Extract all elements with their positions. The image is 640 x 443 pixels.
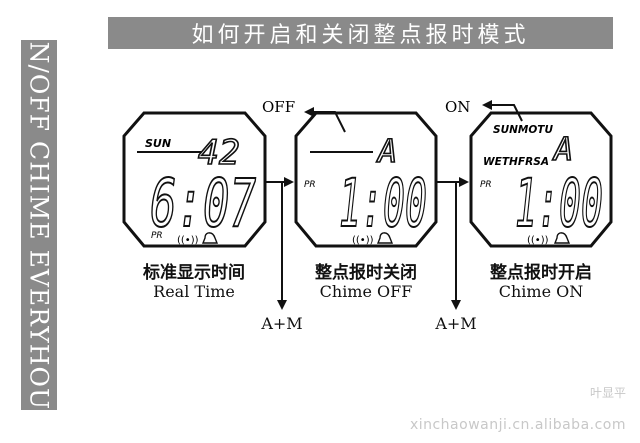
watermark-url: xinchaowanji.cn.alibaba.com xyxy=(409,417,626,433)
watermark: 叶显平 xinchaowanji.cn.alibaba.com xyxy=(410,384,626,433)
lcd-frame xyxy=(122,111,267,248)
off-label: OFF xyxy=(262,98,295,116)
chime-wave-icon: ((•)) xyxy=(527,235,549,246)
side-banner: ON/OFF CHIME EVERYHOUR xyxy=(21,20,57,430)
caption-chime-off-en: Chime OFF xyxy=(319,282,413,301)
title-banner: 如何开启和关闭整点报时模式 xyxy=(108,17,613,49)
caption-real-time-en: Real Time xyxy=(153,282,235,301)
time-digits: 6:07 xyxy=(150,165,256,242)
pr-label: PR xyxy=(304,180,316,190)
mode-letter: A xyxy=(552,130,573,168)
seconds-digits: 42 xyxy=(198,133,240,173)
chime-wave-icon: ((•)) xyxy=(177,235,199,246)
button-label-a-m-2: A+M xyxy=(435,314,477,333)
alarm-bell-icon xyxy=(201,232,219,244)
screen-real-time: SUN 42 6:07 PR ((•)) xyxy=(122,111,267,248)
caption-chime-on-en: Chime ON xyxy=(498,282,584,301)
screen-chime-on: SUNMOTU WETHFRSA A 1:00 PR ((•)) xyxy=(469,111,613,248)
days-row-1: SUNMOTU xyxy=(493,123,553,136)
time-digits: 1:00 xyxy=(339,165,427,242)
caption-chime-off-cn: 整点报时关闭 xyxy=(315,263,417,283)
watermark-shop: 叶显平 xyxy=(589,386,626,400)
pr-label: PR xyxy=(151,231,163,241)
alarm-bell-icon xyxy=(553,232,571,244)
caption-real-time-cn: 标准显示时间 xyxy=(143,263,245,283)
lcd-frame xyxy=(469,111,613,248)
time-digits: 1:00 xyxy=(515,165,603,242)
chime-wave-icon: ((•)) xyxy=(352,235,374,246)
off-indicator: OFF xyxy=(262,98,346,133)
on-indicator: ON xyxy=(445,98,523,122)
off-arrow xyxy=(304,107,346,133)
day-label: SUN xyxy=(145,137,171,150)
screen-chime-off: A 1:00 PR ((•)) xyxy=(294,111,438,248)
pr-label: PR xyxy=(480,180,492,190)
alarm-bell-icon xyxy=(376,232,394,244)
lcd-frame xyxy=(294,111,438,248)
on-label: ON xyxy=(445,98,470,116)
days-row-2: WETHFRSA xyxy=(483,155,549,168)
caption-chime-on-cn: 整点报时开启 xyxy=(490,263,592,283)
on-arrow xyxy=(482,100,523,122)
mode-letter: A xyxy=(376,132,397,170)
button-label-a-m-1: A+M xyxy=(261,314,303,333)
